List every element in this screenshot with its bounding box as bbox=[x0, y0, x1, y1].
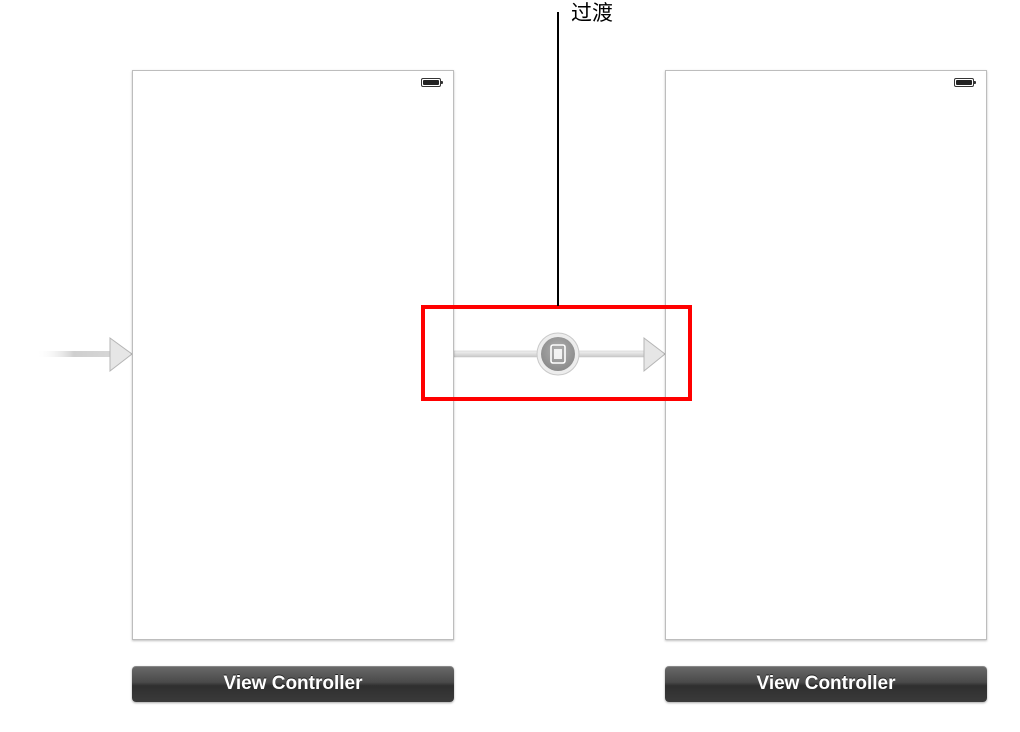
view-controller-left-title-bar[interactable]: View Controller bbox=[132, 666, 454, 702]
view-controller-left-frame[interactable] bbox=[132, 70, 454, 640]
callout-line bbox=[557, 12, 559, 306]
segue-highlight-box bbox=[421, 305, 692, 401]
battery-icon bbox=[421, 78, 443, 87]
initial-scene-arrow-icon[interactable] bbox=[36, 337, 133, 373]
callout-label: 过渡 bbox=[571, 1, 613, 25]
battery-icon bbox=[954, 78, 976, 87]
view-controller-right-frame[interactable] bbox=[665, 70, 987, 640]
view-controller-right-title-bar[interactable]: View Controller bbox=[665, 666, 987, 702]
segue-device-icon[interactable] bbox=[536, 332, 580, 376]
